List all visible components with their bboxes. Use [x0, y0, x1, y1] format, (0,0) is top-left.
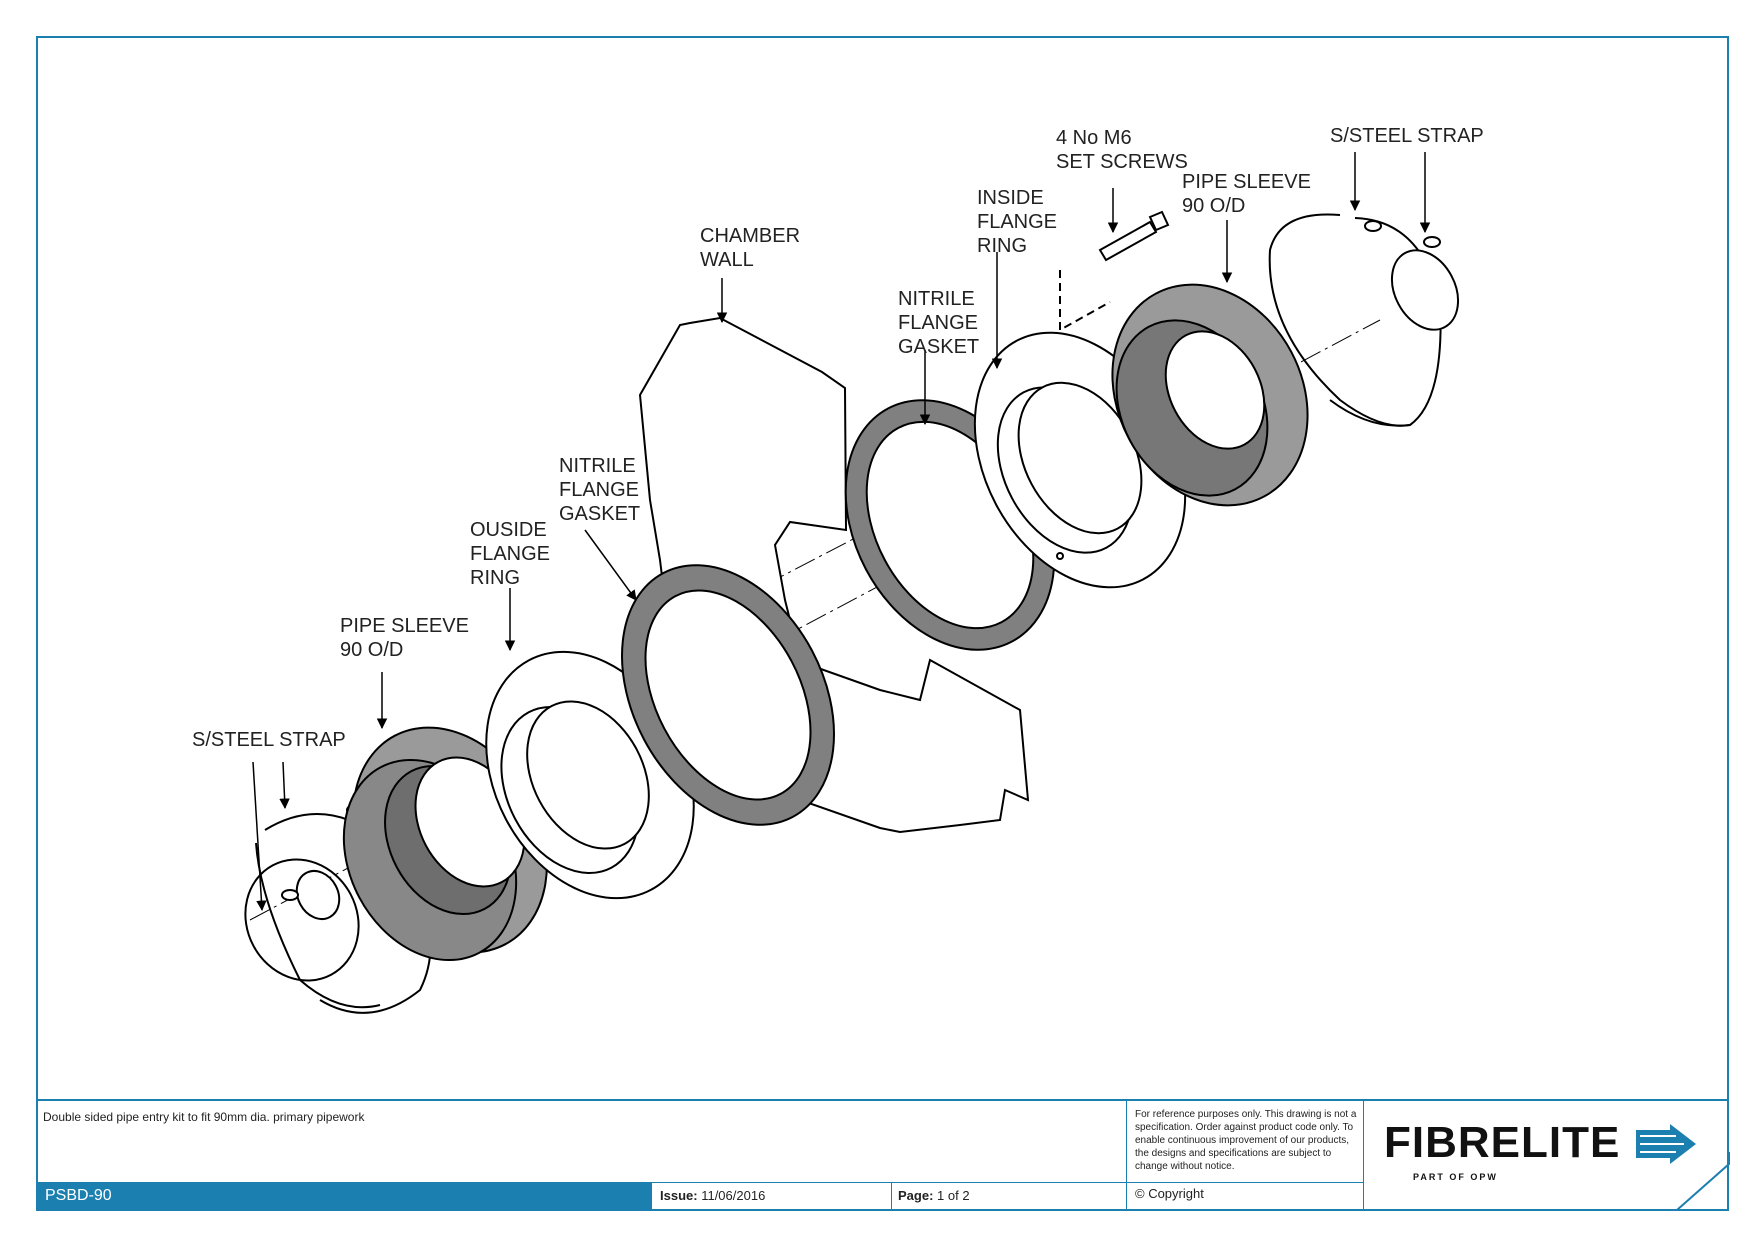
title-block-divider-brand	[1363, 1099, 1364, 1209]
page-label: Page:	[898, 1188, 934, 1203]
label-gasket-right-2: FLANGE	[898, 312, 978, 334]
label-gasket-right-1: NITRILE	[898, 288, 975, 310]
label-screws-2: SET SCREWS	[1056, 151, 1188, 173]
issue-label: Issue:	[660, 1188, 698, 1203]
strap-right	[1268, 213, 1460, 427]
drawing-frame	[36, 36, 1729, 1211]
title-block-divider-issue	[651, 1182, 652, 1209]
label-pipe-sleeve-left-1: PIPE SLEEVE	[340, 615, 469, 637]
label-outside-ring-1: OUSIDE	[470, 519, 547, 541]
inside-flange-ring	[973, 331, 1187, 589]
fibrelite-arrow-icon	[1636, 1124, 1696, 1164]
drawing-description: Double sided pipe entry kit to fit 90mm …	[43, 1110, 365, 1124]
brand-subtitle: PART OF OPW	[1413, 1172, 1498, 1182]
label-chamber-wall-2: WALL	[700, 249, 754, 271]
issue-cell: Issue: 11/06/2016	[660, 1188, 765, 1203]
label-inside-ring-1: INSIDE	[977, 187, 1044, 209]
label-gasket-left-3: GASKET	[559, 503, 640, 525]
title-block-row-rule	[36, 1182, 1364, 1183]
copyright-text: © Copyright	[1135, 1186, 1204, 1201]
label-inside-ring-3: RING	[977, 235, 1027, 257]
label-gasket-left-2: FLANGE	[559, 479, 639, 501]
label-strap-left: S/STEEL STRAP	[192, 729, 346, 751]
label-inside-ring-2: FLANGE	[977, 211, 1057, 233]
page-cell: Page: 1 of 2	[898, 1188, 970, 1203]
label-outside-ring-3: RING	[470, 567, 520, 589]
label-outside-ring-2: FLANGE	[470, 543, 550, 565]
label-pipe-sleeve-right-1: PIPE SLEEVE	[1182, 171, 1311, 193]
title-block-divider-page	[891, 1182, 892, 1209]
label-screws-1: 4 No M6	[1056, 127, 1132, 149]
disclaimer-note: For reference purposes only. This drawin…	[1135, 1109, 1357, 1172]
outside-flange-ring	[485, 650, 695, 900]
title-block-top-rule	[36, 1099, 1729, 1101]
label-pipe-sleeve-left-2: 90 O/D	[340, 639, 403, 661]
set-screw	[1059, 210, 1170, 332]
part-labels: S/STEEL STRAP PIPE SLEEVE 90 O/D OUSIDE …	[192, 125, 1484, 751]
fibrelite-logo-text: FIBRELITE	[1384, 1118, 1621, 1167]
product-code: PSBD-90	[45, 1187, 112, 1204]
product-code-bar	[38, 1183, 651, 1209]
title-block-corner	[1676, 1152, 1730, 1211]
leader-lines	[252, 152, 1431, 912]
label-pipe-sleeve-right-2: 90 O/D	[1182, 195, 1245, 217]
nitrile-gasket-left	[621, 564, 835, 826]
page-value: 1 of 2	[937, 1188, 970, 1203]
label-gasket-right-3: GASKET	[898, 336, 979, 358]
pipe-sleeve-left	[342, 726, 548, 962]
label-gasket-left-1: NITRILE	[559, 455, 636, 477]
issue-value: 11/06/2016	[701, 1188, 766, 1203]
label-chamber-wall-1: CHAMBER	[700, 225, 800, 247]
pipe-sleeve-right	[1111, 283, 1309, 507]
label-strap-right: S/STEEL STRAP	[1330, 125, 1484, 147]
title-block-divider-note	[1126, 1099, 1127, 1209]
